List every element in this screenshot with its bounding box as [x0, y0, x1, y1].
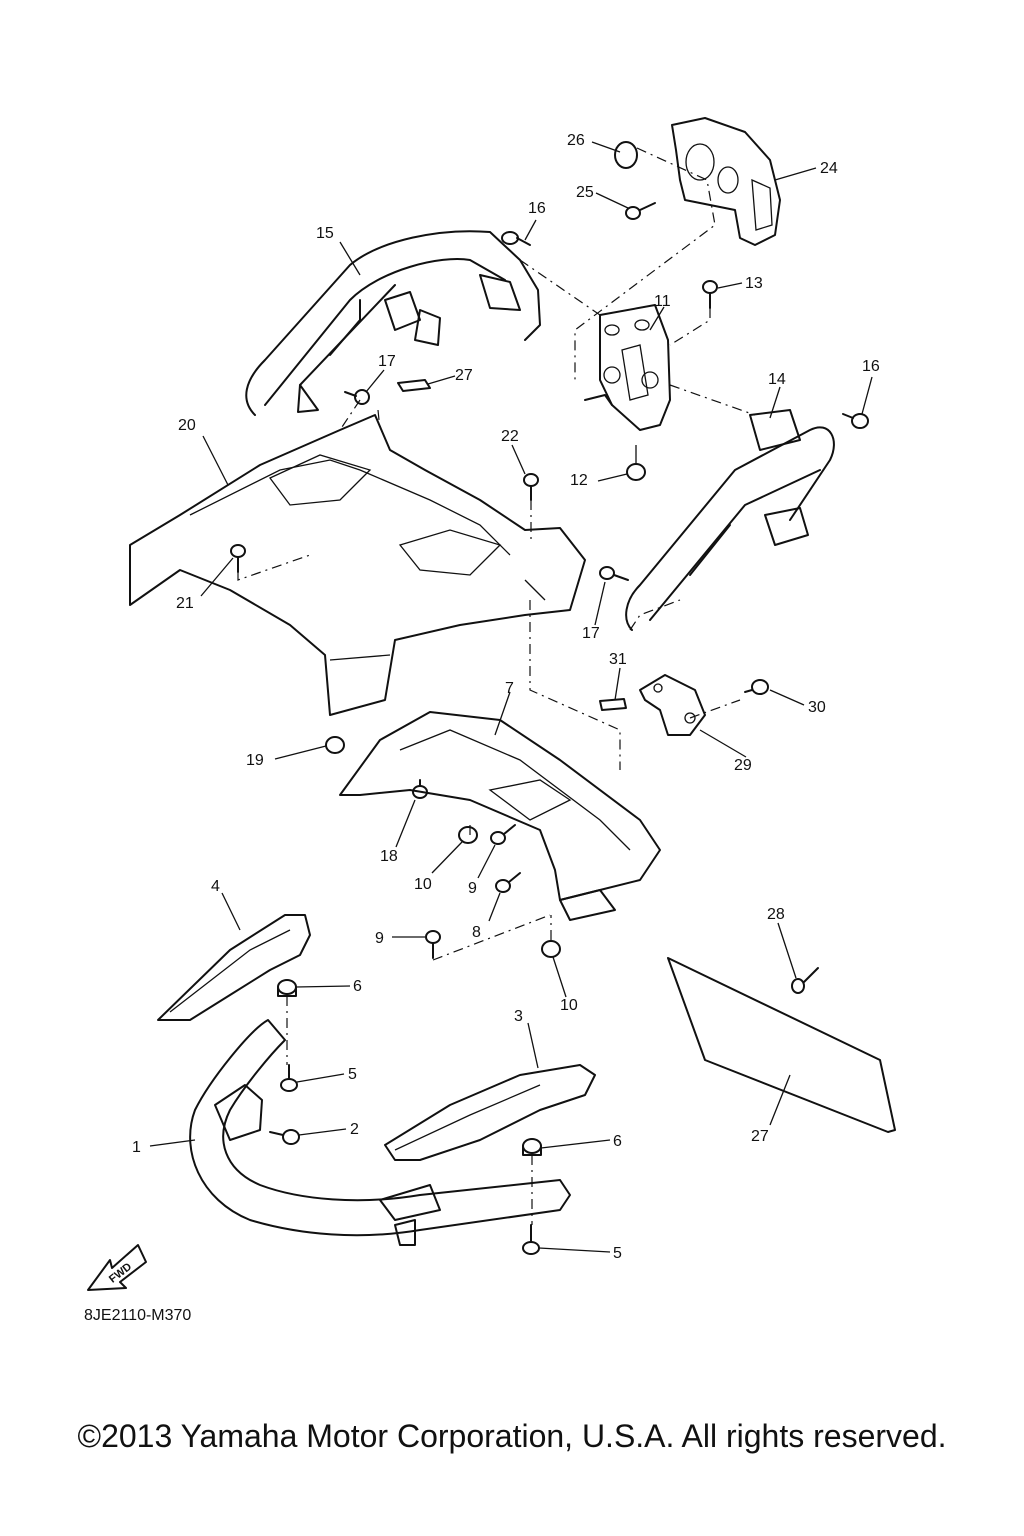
copyright-notice: ©2013 Yamaha Motor Corporation, U.S.A. A…	[77, 1418, 947, 1454]
part-12-grommet	[626, 445, 646, 481]
part-24-screw	[625, 202, 656, 220]
part-30-bolt	[744, 679, 769, 695]
callout-10b: 10	[560, 997, 578, 1014]
callout-1: 1	[132, 1139, 141, 1156]
part-27-plate	[667, 957, 896, 1133]
part-29-bracket	[639, 674, 706, 736]
part-16-bolt-right	[842, 413, 869, 429]
part-31-label	[599, 698, 627, 711]
callout-19: 19	[246, 752, 264, 769]
assembly-lines	[237, 147, 756, 1225]
part-28-rivet	[791, 967, 819, 994]
leader-lines	[149, 141, 873, 1253]
callout-4: 4	[211, 878, 220, 895]
callout-13: 13	[745, 275, 763, 292]
part-21-bolt	[230, 544, 246, 573]
part-4-side-cover	[157, 914, 311, 1021]
callout-5: 5	[348, 1066, 357, 1083]
callout-8: 8	[472, 924, 481, 941]
callout-6: 6	[353, 978, 362, 995]
callout-31: 31	[609, 651, 627, 668]
part-11-bracket	[584, 304, 671, 431]
part-8-bolt-upper	[495, 872, 521, 893]
callout-29: 29	[734, 757, 752, 774]
part-22-bolt	[523, 473, 539, 501]
part-15-grab-bar	[245, 230, 541, 416]
callout-26: 27	[455, 367, 473, 384]
part-5-bolt-left	[280, 1064, 298, 1092]
callout-21: 21	[176, 595, 194, 612]
part-9-bolt-upper	[490, 824, 516, 845]
callout-12: 12	[570, 472, 588, 489]
part-23-cover	[671, 117, 781, 246]
part-18-bolt	[412, 779, 428, 799]
part-20-rear-fender	[129, 414, 586, 716]
part-14-grab-bar	[625, 409, 835, 631]
callout-28: 28	[767, 906, 785, 923]
callout-9b: 9	[375, 930, 384, 947]
callout-10: 10	[414, 876, 432, 893]
part-2-bolt	[269, 1129, 300, 1145]
diagram-code: 8JE2110-M370	[84, 1307, 192, 1324]
callout-22: 22	[501, 428, 519, 445]
callout-numbers: 26 25 24 16 15 11 13 17 27 14 16 20 22 1…	[132, 132, 880, 1262]
callout-14: 14	[768, 371, 786, 388]
callout-16: 16	[528, 200, 546, 217]
part-6-spacer-right	[522, 1138, 542, 1156]
callout-15: 15	[316, 225, 334, 242]
callout-17: 17	[378, 353, 396, 370]
callout-25: 26	[567, 132, 585, 149]
callout-18: 18	[380, 848, 398, 865]
callout-27: 27	[751, 1128, 769, 1145]
callout-17b: 17	[582, 625, 600, 642]
callout-23: 24	[820, 160, 838, 177]
fwd-arrow-icon: FWD	[87, 1244, 147, 1291]
callout-30: 30	[808, 699, 826, 716]
part-19-grommet	[325, 736, 345, 754]
callout-16b: 16	[862, 358, 880, 375]
callout-6b: 6	[613, 1133, 622, 1150]
part-9-bolt-lower	[425, 930, 441, 959]
callout-24: 25	[576, 184, 594, 201]
callout-9: 9	[468, 880, 477, 897]
part-17-bolt-upper	[344, 389, 370, 405]
callout-3: 3	[514, 1008, 523, 1025]
part-25-plug	[614, 141, 638, 169]
part-6-spacer-left	[277, 979, 297, 997]
part-5-bolt-right	[522, 1224, 540, 1255]
part-10-grommet-upper	[458, 826, 478, 844]
callout-11: 11	[654, 293, 671, 310]
part-16-bolt-upper	[501, 231, 531, 246]
part-10-grommet-lower	[541, 940, 561, 958]
part-3-side-cover	[384, 1064, 596, 1161]
callout-2: 2	[350, 1121, 359, 1138]
part-17-bolt-right	[599, 566, 629, 581]
callout-7: 7	[505, 680, 514, 697]
callout-20: 20	[178, 417, 196, 434]
part-13-bolt	[702, 280, 718, 309]
part-7-frame	[339, 711, 661, 921]
part-1-bumper	[189, 1019, 571, 1246]
part-26-label	[397, 379, 431, 392]
callout-5b: 5	[613, 1245, 622, 1262]
